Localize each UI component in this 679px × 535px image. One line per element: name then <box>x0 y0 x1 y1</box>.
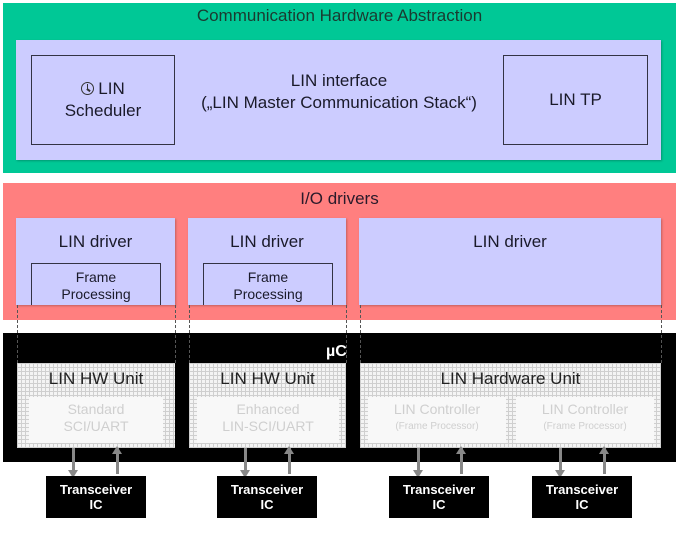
arrow-down-icon <box>240 448 250 478</box>
dashed-guide-line <box>661 305 662 363</box>
sci-uart-box: Standard SCI/UART <box>29 397 163 443</box>
lin-driver-box: LIN driver Frame Processing <box>188 218 346 305</box>
lin-scheduler-label: LIN <box>98 79 125 98</box>
frame-processing-label: Frame <box>75 269 117 285</box>
lin-hardware-unit: LIN Hardware Unit LIN Controller (Frame … <box>360 363 661 448</box>
lin-tp-label: LIN TP <box>549 90 602 109</box>
arrow-up-icon <box>456 446 466 474</box>
transceiver-label: Transceiver <box>230 482 304 497</box>
arrow-up-icon <box>284 446 294 474</box>
frame-processor-label: (Frame Processor) <box>543 421 627 432</box>
frame-processing-label-2: Processing <box>61 286 131 302</box>
sci-uart-label: Standard <box>67 401 125 417</box>
lin-sci-uart-box: Enhanced LIN-SCI/UART <box>197 397 339 443</box>
clock-icon <box>81 82 95 95</box>
transceiver-ic: Transceiver IC <box>46 476 146 518</box>
lin-controller-label: LIN Controller <box>393 401 481 417</box>
lin-hw-unit-label: LIN HW Unit <box>220 369 315 388</box>
frame-processing-label-2: Processing <box>233 286 303 302</box>
frame-processing-label: Frame <box>247 269 289 285</box>
lin-hw-unit: LIN HW Unit Enhanced LIN-SCI/UART <box>189 363 346 448</box>
transceiver-label-2: IC <box>575 497 589 512</box>
lin-driver-label: LIN driver <box>58 232 133 251</box>
arrow-down-icon <box>555 448 565 478</box>
dashed-guide-line <box>175 305 176 363</box>
transceiver-ic: Transceiver IC <box>532 476 632 518</box>
lin-controller-box: LIN Controller (Frame Processor) <box>516 397 654 443</box>
lin-interface-label: LIN interface („LIN Master Communication… <box>175 70 503 114</box>
lin-controller-box: LIN Controller (Frame Processor) <box>368 397 506 443</box>
transceiver-label-2: IC <box>432 497 446 512</box>
arrow-up-icon <box>599 446 609 474</box>
microcontroller-label: µC <box>326 343 347 360</box>
transceiver-label-2: IC <box>89 497 103 512</box>
lin-sci-uart-label-2: LIN-SCI/UART <box>222 418 314 434</box>
lin-hw-unit: LIN HW Unit Standard SCI/UART <box>17 363 175 448</box>
lin-driver-box: LIN driver <box>359 218 661 305</box>
transceiver-ic: Transceiver IC <box>389 476 489 518</box>
dashed-guide-line <box>360 305 361 363</box>
lin-controller-label: LIN Controller <box>541 401 629 417</box>
lin-scheduler-label-2: Scheduler <box>64 101 142 120</box>
arrow-up-icon <box>112 446 122 474</box>
lin-hw-unit-label: LIN HW Unit <box>48 369 144 388</box>
transceiver-label: Transceiver <box>402 482 476 497</box>
frame-processing-box: Frame Processing <box>31 263 161 305</box>
lin-scheduler-box: LIN Scheduler <box>31 55 175 145</box>
arrow-down-icon <box>68 448 78 478</box>
transceiver-label-2: IC <box>260 497 274 512</box>
lin-interface-title: LIN interface <box>290 71 388 90</box>
frame-processing-box: Frame Processing <box>203 263 333 305</box>
arrow-down-icon <box>413 448 423 478</box>
layer-title: I/O drivers <box>300 189 379 208</box>
lin-sci-uart-label: Enhanced <box>236 401 300 417</box>
transceiver-label: Transceiver <box>59 482 133 497</box>
transceiver-ic: Transceiver IC <box>217 476 317 518</box>
lin-driver-label: LIN driver <box>230 232 304 251</box>
lin-scheduler-line1: LIN <box>81 78 125 100</box>
lin-driver-box: LIN driver Frame Processing <box>16 218 175 305</box>
lin-driver-label: LIN driver <box>473 232 547 251</box>
lin-tp-box: LIN TP <box>503 55 648 145</box>
layer-title: Communication Hardware Abstraction <box>196 6 483 25</box>
dashed-guide-line <box>17 305 18 363</box>
sci-uart-label-2: SCI/UART <box>63 418 129 434</box>
dashed-guide-line <box>346 305 347 363</box>
transceiver-label: Transceiver <box>545 482 619 497</box>
lin-interface-subtitle: („LIN Master Communication Stack“) <box>201 93 477 112</box>
frame-processor-label: (Frame Processor) <box>395 421 479 432</box>
lin-hardware-unit-label: LIN Hardware Unit <box>440 369 581 388</box>
dashed-guide-line <box>189 305 190 363</box>
